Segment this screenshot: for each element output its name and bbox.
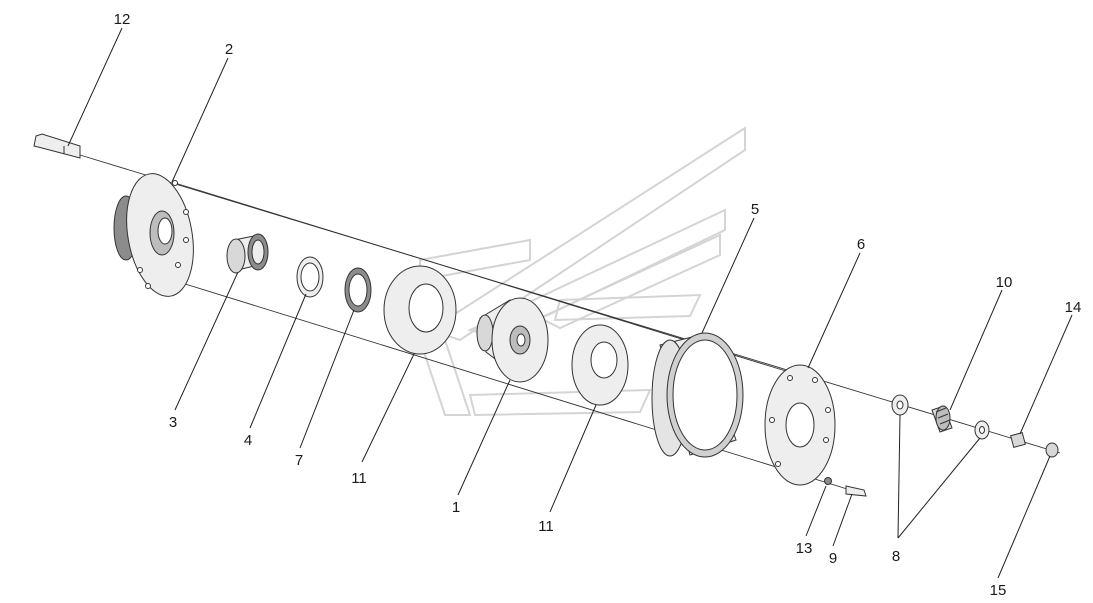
callout-labels: 12 2 3 4 7 11 1 11 5 6 10 14 13 9 8 15 [114, 11, 1082, 599]
leader-lines [67, 27, 1073, 579]
small-fasteners [824, 477, 867, 497]
callout-15: 15 [990, 582, 1007, 599]
nut-parts [1010, 432, 1059, 458]
callout-11-left: 11 [351, 470, 367, 487]
flange-hub-part [113, 173, 194, 297]
washer-parts [891, 394, 990, 440]
seal-ring-part [344, 267, 372, 313]
callout-14: 14 [1065, 299, 1082, 316]
callout-4: 4 [244, 432, 252, 449]
callout-11-right: 11 [538, 518, 554, 535]
central-shaft-part [476, 297, 549, 383]
bushing-part [226, 233, 269, 274]
disc-right-part [571, 324, 629, 406]
callout-8: 8 [892, 548, 900, 565]
callout-7: 7 [295, 452, 303, 469]
ring-part [296, 256, 324, 298]
callout-1: 1 [452, 499, 460, 516]
callout-6: 6 [857, 236, 865, 253]
callout-10: 10 [996, 274, 1013, 291]
callout-3: 3 [169, 414, 177, 431]
callout-13: 13 [796, 540, 813, 557]
spring-part [931, 405, 953, 433]
drum-housing-part [651, 332, 744, 458]
callout-12: 12 [114, 11, 131, 28]
callout-9: 9 [829, 550, 837, 567]
callout-2: 2 [225, 41, 233, 58]
callout-5: 5 [751, 201, 759, 218]
disc-left-part [383, 265, 457, 355]
end-flange-part [764, 364, 836, 486]
long-bolt-part [33, 133, 81, 159]
